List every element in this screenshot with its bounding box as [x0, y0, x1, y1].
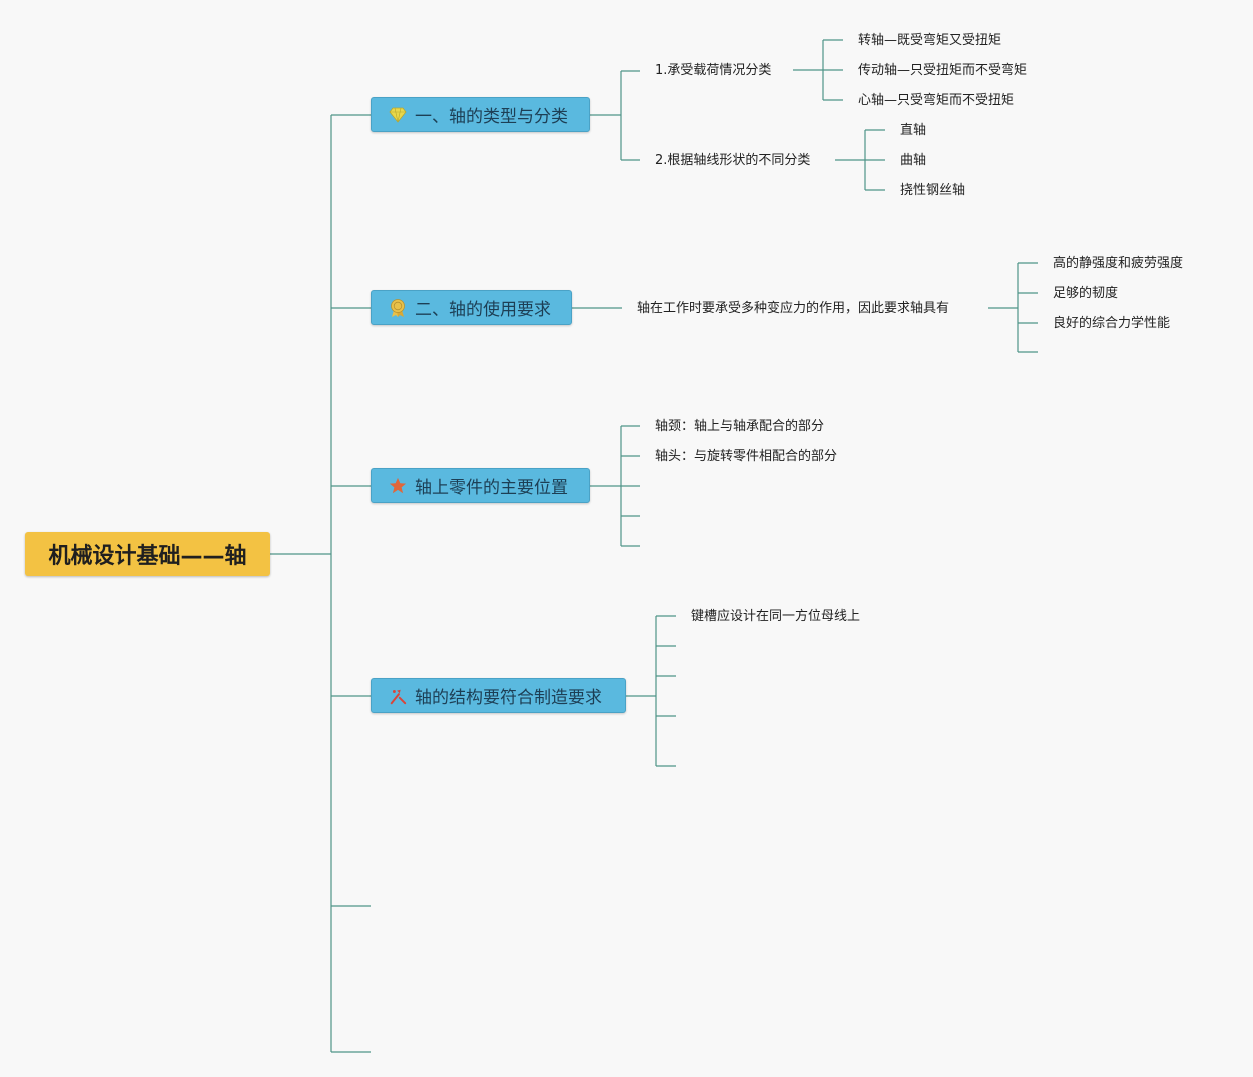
- branch-manufacturing-structure[interactable]: 轴的结构要符合制造要求: [371, 678, 626, 713]
- star-icon: [388, 476, 408, 496]
- branch-label: 二、轴的使用要求: [415, 300, 551, 320]
- leaf-shaft-head[interactable]: 轴头：与旋转零件相配合的部分: [655, 449, 838, 464]
- leaf-keyway[interactable]: 键槽应设计在同一方位母线上: [691, 609, 861, 624]
- subtopic-load-classification[interactable]: 1.承受载荷情况分类: [655, 63, 772, 78]
- branch-types-classification[interactable]: 一、轴的类型与分类: [371, 97, 590, 132]
- subtopic-stress-requirement[interactable]: 轴在工作时要承受多种变应力的作用，因此要求轴具有: [637, 301, 950, 316]
- leaf-static-fatigue-strength[interactable]: 高的静强度和疲劳强度: [1053, 256, 1184, 271]
- branch-usage-requirements[interactable]: 二、轴的使用要求: [371, 290, 572, 325]
- leaf-flexible-wire-shaft[interactable]: 挠性钢丝轴: [900, 183, 966, 198]
- subtopic-axis-shape-classification[interactable]: 2.根据轴线形状的不同分类: [655, 153, 811, 168]
- tools-icon: [388, 686, 408, 706]
- branch-component-positions[interactable]: 轴上零件的主要位置: [371, 468, 590, 503]
- root-topic-label: 机械设计基础——轴: [48, 544, 247, 569]
- leaf-straight-shaft[interactable]: 直轴: [900, 123, 927, 138]
- leaf-mechanical-properties[interactable]: 良好的综合力学性能: [1053, 316, 1171, 331]
- branch-label: 一、轴的类型与分类: [415, 107, 568, 127]
- leaf-spindle[interactable]: 心轴—只受弯矩而不受扭矩: [858, 93, 1015, 108]
- root-topic[interactable]: 机械设计基础——轴: [25, 532, 270, 576]
- leaf-toughness[interactable]: 足够的韧度: [1053, 286, 1119, 301]
- diamond-icon: [388, 105, 408, 125]
- ribbon-badge-icon: [388, 298, 408, 318]
- leaf-crankshaft[interactable]: 曲轴: [900, 153, 927, 168]
- leaf-rotating-shaft[interactable]: 转轴—既受弯矩又受扭矩: [858, 33, 1002, 48]
- leaf-transmission-shaft[interactable]: 传动轴—只受扭矩而不受弯矩: [858, 63, 1028, 78]
- branch-label: 轴上零件的主要位置: [415, 478, 568, 498]
- branch-label: 轴的结构要符合制造要求: [415, 688, 602, 708]
- leaf-journal[interactable]: 轴颈：轴上与轴承配合的部分: [655, 419, 825, 434]
